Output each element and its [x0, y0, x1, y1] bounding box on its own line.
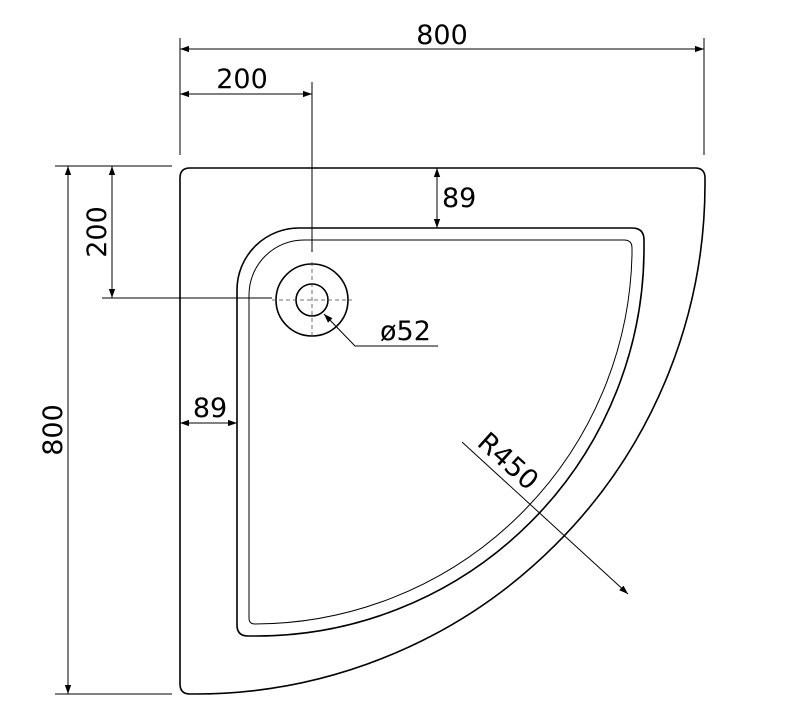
- dim-inner-radius: R450: [461, 427, 629, 595]
- basin-outer-edge: [236, 227, 645, 637]
- dim-drain-offset-y-label: 200: [82, 206, 113, 258]
- dim-drain-offset-y: 200: [82, 166, 272, 299]
- drain: [272, 262, 352, 338]
- dim-rim-left-label: 89: [193, 393, 227, 424]
- dim-drain-diameter-label: ø52: [380, 316, 431, 347]
- dim-drain-diameter: ø52: [323, 313, 438, 347]
- tray-outer-outline: [179, 167, 706, 695]
- dim-rim-left: 89: [180, 393, 237, 427]
- dim-rim-top-label: 89: [442, 183, 476, 214]
- dim-overall-height-label: 800: [38, 404, 69, 456]
- dim-drain-offset-x-label: 200: [216, 64, 268, 95]
- dim-drain-offset-x: 200: [180, 64, 313, 252]
- dim-rim-top: 89: [433, 168, 476, 228]
- dim-overall-height: 800: [38, 165, 172, 695]
- dim-inner-radius-label: R450: [471, 427, 544, 497]
- dim-overall-width-label: 800: [416, 20, 468, 51]
- basin-inner-edge: [248, 239, 633, 625]
